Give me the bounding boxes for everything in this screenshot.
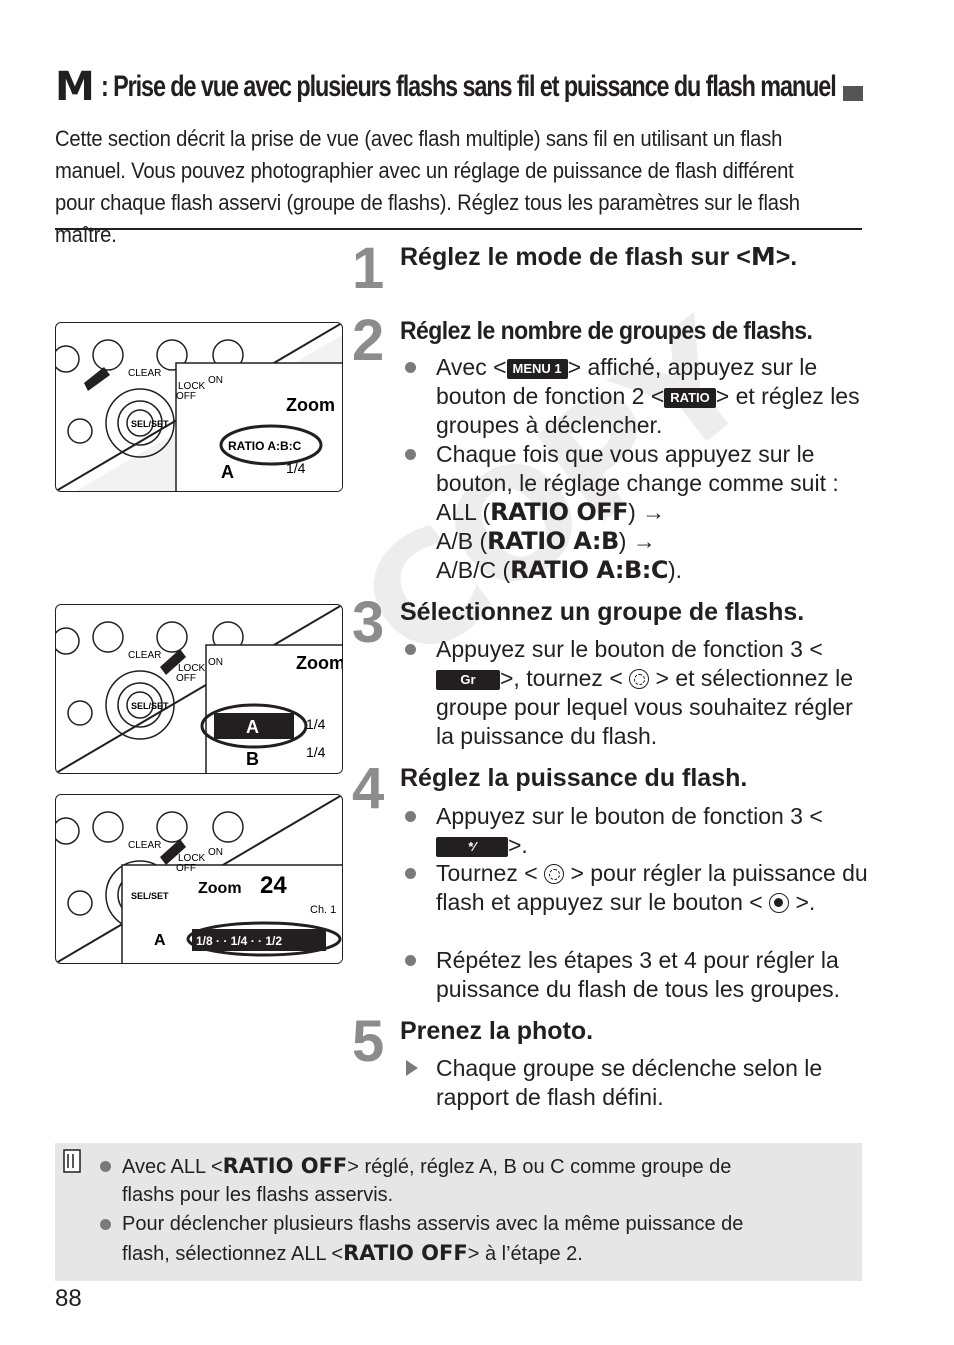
note-line-1-cont: flashs pour les flashs asservis.: [122, 1184, 394, 1206]
svg-text:Zoom: Zoom: [296, 653, 342, 673]
svg-text:OFF: OFF: [176, 863, 196, 874]
note-box: Avec ALL <RATIO OFF> réglé, réglez A, B …: [55, 1143, 862, 1281]
flash-illustration-step4: CLEAR LOCK ON OFF SEL/SET Zoom 24 Ch. 1 …: [55, 794, 343, 964]
svg-text:CLEAR: CLEAR: [128, 650, 161, 661]
svg-text:LOCK: LOCK: [178, 853, 206, 864]
svg-text:CLEAR: CLEAR: [128, 840, 161, 851]
note-icon: [63, 1149, 81, 1173]
ratio-key: RATIO: [664, 388, 716, 408]
page-number: 88: [55, 1285, 82, 1312]
lock-label: LOCK: [178, 381, 206, 392]
svg-text:OFF: OFF: [176, 391, 196, 402]
set-button-icon: [769, 893, 790, 913]
step-2-heading: Réglez le nombre de groupes de flashs.: [400, 317, 813, 345]
svg-text:B: B: [246, 749, 259, 769]
step-1-number: 1: [352, 236, 385, 301]
note-line-2: Pour déclencher plusieurs flashs asservi…: [100, 1210, 743, 1239]
step-5-number: 5: [352, 1009, 385, 1074]
svg-text:RATIO A:B:C: RATIO A:B:C: [228, 439, 302, 453]
step-5-heading: Prenez la photo.: [400, 1017, 594, 1045]
svg-text:ON: ON: [208, 847, 223, 858]
manual-mode-icon: M: [55, 64, 95, 110]
step-3-number: 3: [352, 590, 385, 655]
svg-text:OFF: OFF: [176, 673, 196, 684]
svg-text:ON: ON: [208, 375, 223, 386]
step-3-bullet-1: Appuyez sur le bouton de fonction 3 <Gr>…: [405, 635, 876, 751]
quick-control-dial-icon: [629, 669, 650, 689]
flash-illustration-step2: CLEAR LOCK ON OFF SEL/SET Zoom RATIO A:B…: [55, 322, 343, 492]
menu-1-key: MENU 1: [506, 359, 568, 379]
svg-text:1/8 · · 1/4 · · 1/2: 1/8 · · 1/4 · · 1/2: [196, 934, 282, 948]
divider: [55, 228, 862, 230]
step-4-heading: Réglez la puissance du flash.: [400, 764, 748, 792]
flash-illustration-step3: CLEAR LOCK ON OFF SEL/SET Zoom A B 1/4 1…: [55, 604, 343, 774]
svg-text:A: A: [246, 717, 259, 737]
svg-text:A: A: [221, 462, 234, 482]
quick-control-dial-icon: [544, 864, 565, 884]
step-4-bullet-2: Tournez < > pour régler la puissance du …: [405, 859, 876, 917]
step-2-bullet-1: Avec <MENU 1> affiché, appuyez sur le bo…: [405, 353, 876, 440]
title-text: : Prise de vue avec plusieurs flashs san…: [101, 70, 837, 103]
svg-text:SEL/SET: SEL/SET: [131, 891, 169, 901]
svg-text:A: A: [154, 932, 166, 949]
step-3-heading: Sélectionnez un groupe de flashs.: [400, 598, 805, 626]
svg-text:LOCK: LOCK: [178, 663, 206, 674]
step-2-number: 2: [352, 308, 385, 373]
svg-text:Zoom: Zoom: [198, 880, 242, 897]
flash-exposure-key: *⁄: [436, 837, 508, 857]
step-2-bullet-2: Chaque fois que vous appuyez sur le bout…: [405, 440, 876, 585]
step-4-number: 4: [352, 756, 385, 821]
manual-mode-icon: M: [750, 242, 776, 271]
svg-text:1/4: 1/4: [306, 744, 326, 760]
note-line-1: Avec ALL <RATIO OFF> réglé, réglez A, B …: [100, 1152, 731, 1182]
intro-paragraph: Cette section décrit la prise de vue (av…: [55, 126, 800, 247]
svg-text:24: 24: [260, 872, 287, 899]
group-key: Gr: [436, 670, 500, 690]
note-line-2-cont: flash, sélectionnez ALL <RATIO OFF> à l’…: [122, 1241, 583, 1265]
svg-text:ON: ON: [208, 657, 223, 668]
step-1-heading: Réglez le mode de flash sur <M>.: [400, 242, 798, 271]
svg-text:1/4: 1/4: [306, 716, 326, 732]
svg-text:SEL/SET: SEL/SET: [131, 701, 169, 711]
svg-text:Ch. 1: Ch. 1: [310, 904, 336, 916]
step-4-bullet-1: Appuyez sur le bouton de fonction 3 <*⁄>…: [405, 802, 876, 860]
section-marker-icon: [843, 86, 863, 101]
clear-label: CLEAR: [128, 368, 161, 379]
svg-text:1/4: 1/4: [286, 460, 306, 476]
step-5-bullet-1: Chaque groupe se déclenche selon le rapp…: [406, 1054, 876, 1112]
svg-text:SEL/SET: SEL/SET: [131, 419, 169, 429]
page-title: M : Prise de vue avec plusieurs flashs s…: [55, 62, 865, 118]
step-4-bullet-3: Répétez les étapes 3 et 4 pour régler la…: [405, 946, 876, 1004]
svg-text:Zoom: Zoom: [286, 395, 335, 415]
